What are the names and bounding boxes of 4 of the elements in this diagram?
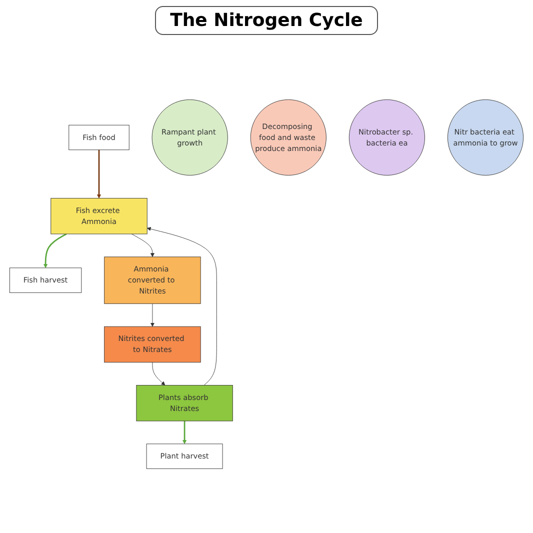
arrow [44, 233, 67, 268]
arrow [182, 420, 187, 444]
title: The Nitrogen Cycle [155, 6, 378, 35]
arrow [96, 150, 102, 198]
